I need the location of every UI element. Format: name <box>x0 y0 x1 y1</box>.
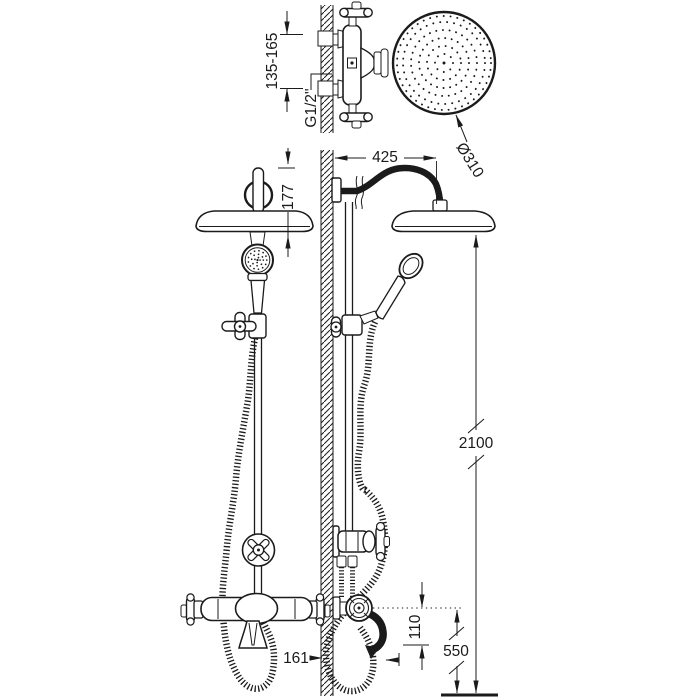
diverter-wheel-front <box>241 533 276 567</box>
dim-mount-spacing-label: 135-165 <box>264 33 281 90</box>
shower-head-front <box>195 210 314 233</box>
rail-slider-front <box>221 311 267 341</box>
dim-head-height: 177 <box>278 148 297 257</box>
arm-stem-front <box>252 167 265 214</box>
shower-head-side <box>391 210 496 233</box>
dim-arm-projection-label: 425 <box>372 149 398 166</box>
dim-thread-size-label: G1/2" <box>303 88 320 127</box>
handshower-collar-front <box>247 272 268 282</box>
top-view: 135-165 G1/2" <box>264 1 497 133</box>
dim-head-diameter: Ø310 <box>452 114 487 181</box>
shower-head-top-view <box>391 10 497 116</box>
thermostatic-mixer-top-view <box>339 1 389 129</box>
handshower-handle-front <box>250 279 266 314</box>
dim-spout-drop: 110 <box>403 582 429 670</box>
break-mark <box>354 175 358 210</box>
spout-bell-front <box>238 620 268 649</box>
front-view: 177 <box>180 148 331 692</box>
dim-spout-projection-label: 161 <box>283 650 309 667</box>
break-mark <box>360 175 364 210</box>
arm-escutcheon-side <box>331 177 342 203</box>
water-inlet-block <box>317 80 334 97</box>
dim-head-diameter-label: Ø310 <box>452 140 487 181</box>
dim-total-height-label: 2100 <box>459 435 494 452</box>
rail-slider-side <box>341 314 363 336</box>
dim-head-height-label: 177 <box>280 184 297 210</box>
shower-arm-side <box>341 164 448 212</box>
dim-spout-projection: 161 <box>283 650 400 667</box>
dim-outlet-to-floor-label: 550 <box>443 643 469 660</box>
water-inlet-block <box>317 30 334 47</box>
thermostatic-mixer-front <box>180 592 331 626</box>
handshower-hose-side <box>322 320 389 695</box>
handshower-face-front <box>241 243 274 277</box>
dim-thread-size: G1/2" <box>303 73 332 128</box>
thermostatic-mixer-side <box>332 521 390 601</box>
wall-section-top <box>321 5 333 133</box>
dim-total-height: 2100 <box>459 234 494 694</box>
dim-mount-spacing: 135-165 <box>264 11 303 112</box>
dim-outlet-to-floor: 550 <box>443 609 469 694</box>
bath-spout-valve-side <box>332 594 387 659</box>
handshower-side <box>330 252 424 338</box>
spout-tip <box>365 645 379 659</box>
dim-arm-projection: 425 <box>334 149 437 204</box>
dim-spout-drop-label: 110 <box>407 614 424 639</box>
